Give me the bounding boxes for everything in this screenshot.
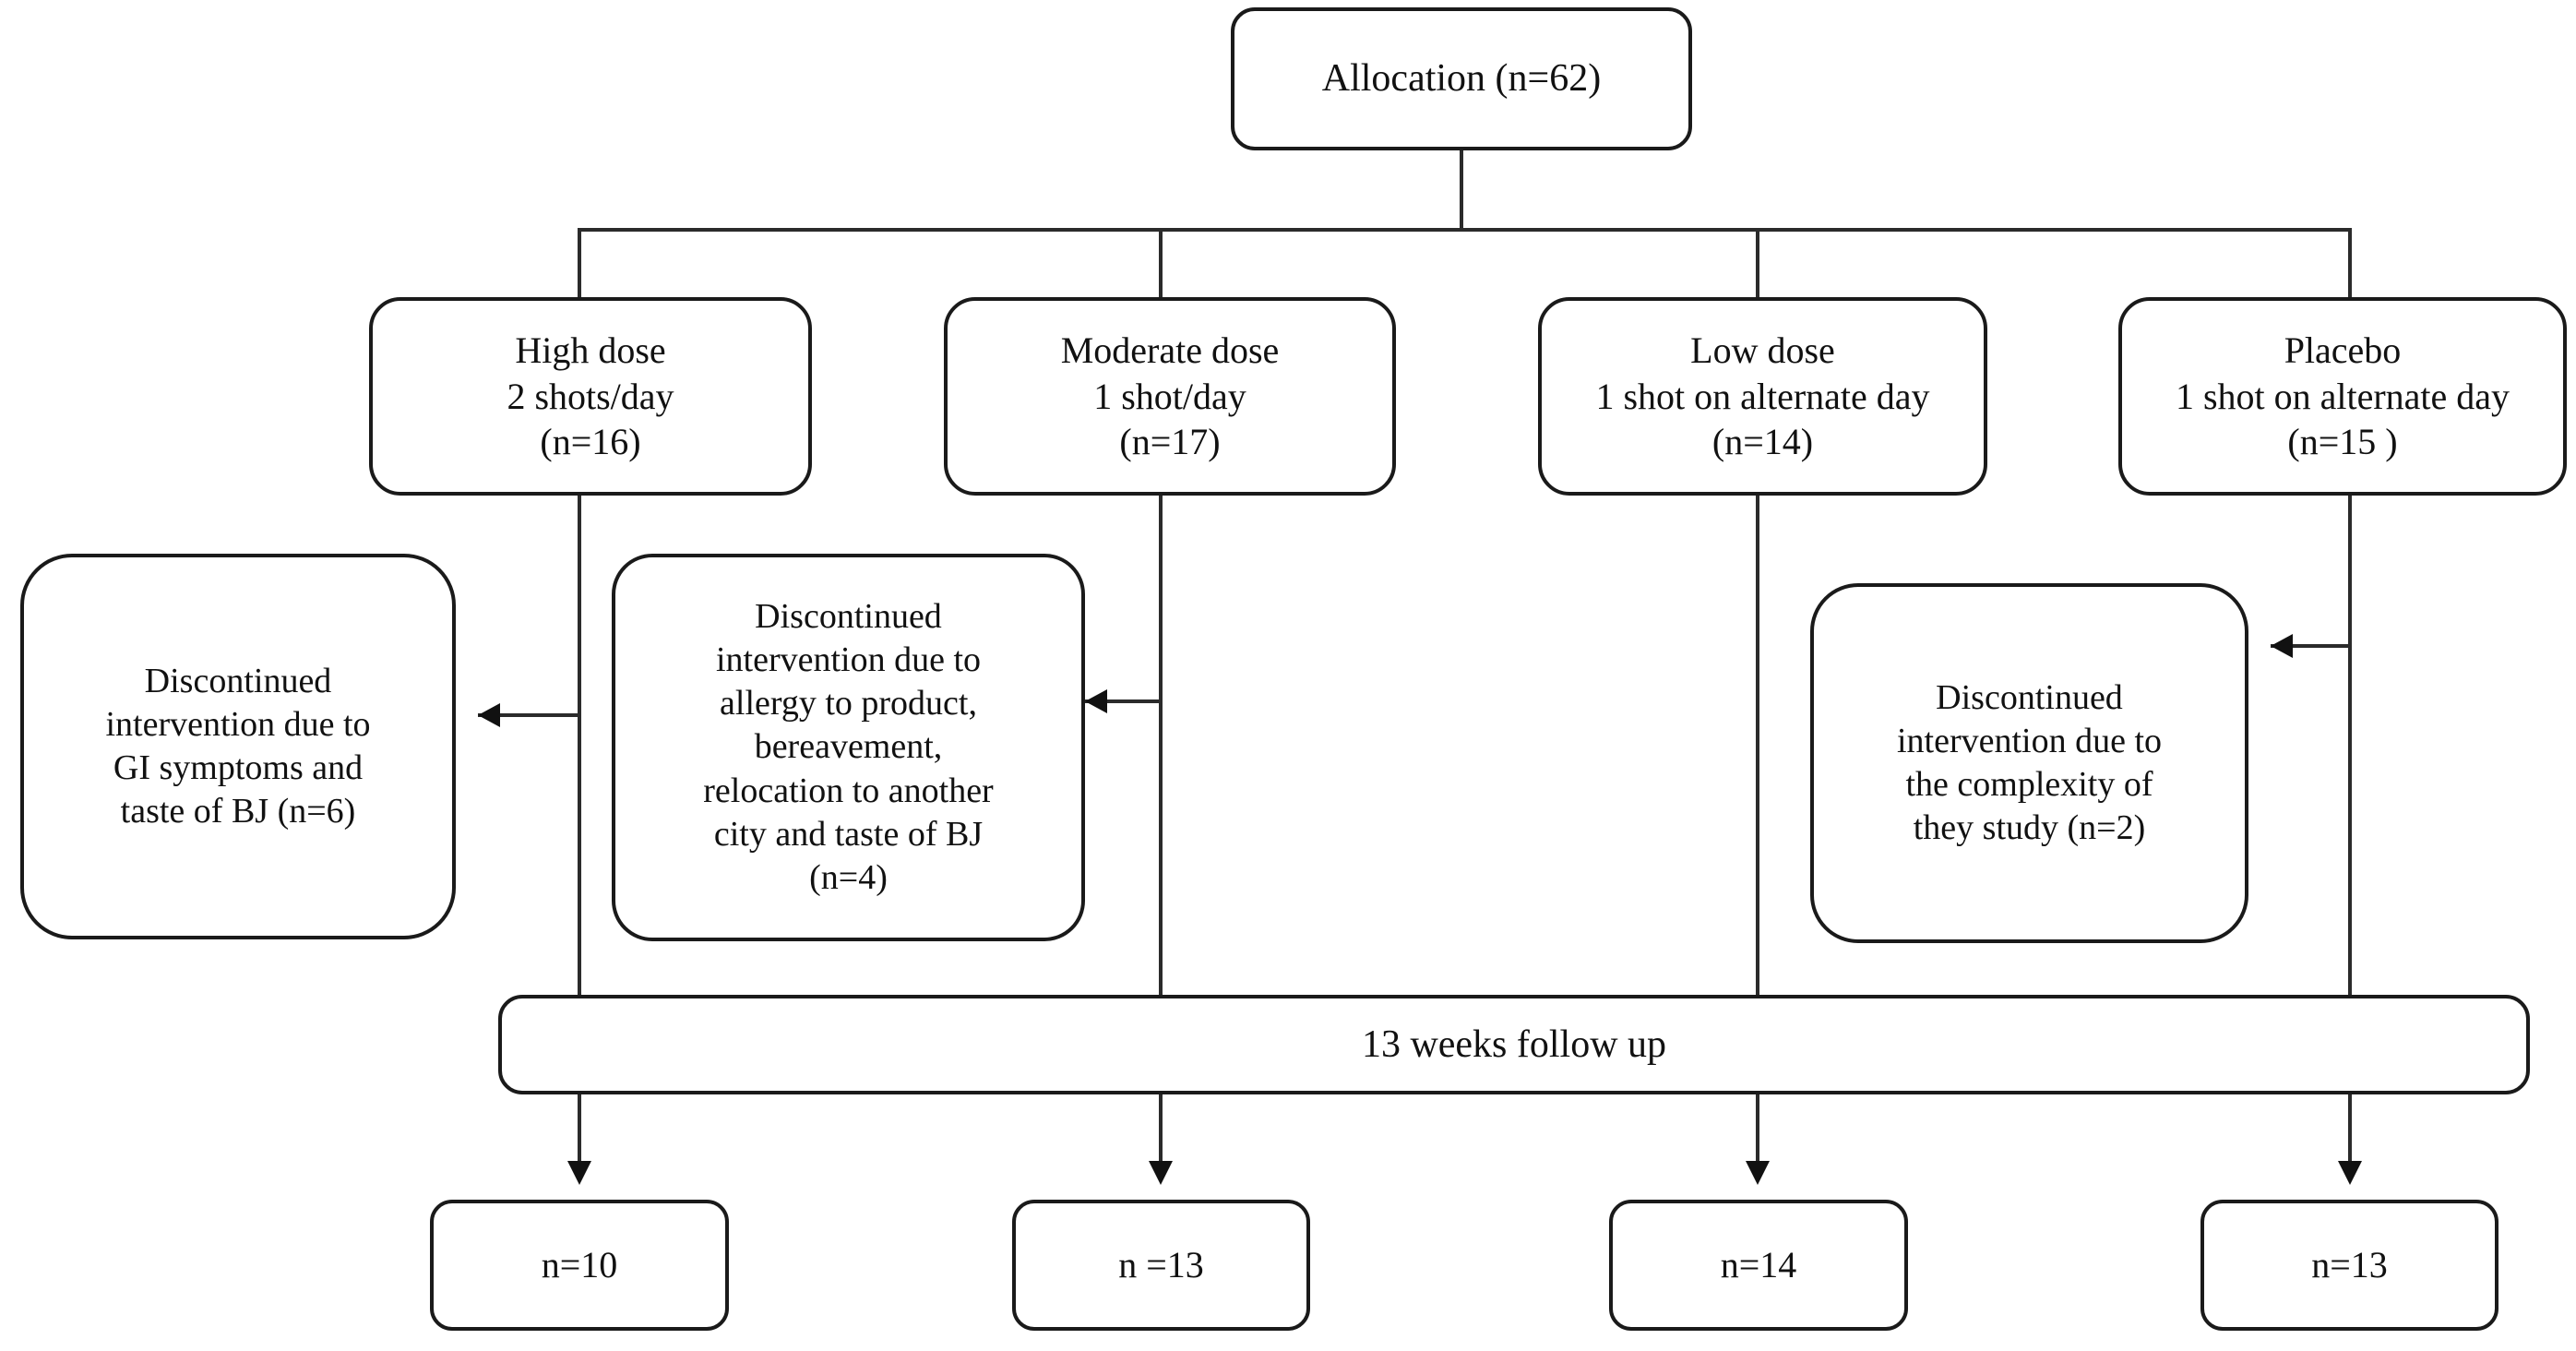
discontinued-label-moderate-dose: Discontinued intervention due to allergy… xyxy=(703,597,994,897)
connector-bus-to-placebo xyxy=(2348,228,2352,317)
arrow-head-moderate-discontinued xyxy=(1085,689,1107,713)
arm-label-moderate-dose: Moderate dose 1 shot/day (n=17) xyxy=(1060,329,1280,463)
allocation-box: Allocation (n=62) xyxy=(1231,7,1692,150)
connector-arrow-line-placebo-discontinued xyxy=(2271,644,2350,648)
arm-box-placebo: Placebo 1 shot on alternate day (n=15 ) xyxy=(2118,297,2567,496)
connector-followup-to-outcome-high xyxy=(578,1094,581,1166)
connector-low-dose-to-followup xyxy=(1756,496,1759,998)
connector-bus-to-high-dose xyxy=(578,228,581,317)
arm-label-placebo: Placebo 1 shot on alternate day (n=15 ) xyxy=(2175,329,2510,463)
followup-label: 13 weeks follow up xyxy=(1361,1022,1667,1066)
allocation-label: Allocation (n=62) xyxy=(1321,57,1602,101)
outcome-box-low-dose: n=14 xyxy=(1609,1200,1908,1331)
connector-bus-to-low-dose xyxy=(1756,228,1759,317)
connector-high-dose-to-followup xyxy=(578,496,581,998)
connector-allocation-bus xyxy=(578,228,2352,232)
outcome-box-placebo: n=13 xyxy=(2200,1200,2498,1331)
outcome-box-high-dose: n=10 xyxy=(430,1200,729,1331)
discontinued-box-placebo: Discontinued intervention due to the com… xyxy=(1810,583,2248,943)
arm-box-low-dose: Low dose 1 shot on alternate day (n=14) xyxy=(1538,297,1987,496)
connector-placebo-to-followup xyxy=(2348,496,2352,998)
outcome-label-moderate-dose: n =13 xyxy=(1118,1244,1204,1286)
connector-bus-to-moderate-dose xyxy=(1159,228,1163,317)
discontinued-label-placebo: Discontinued intervention due to the com… xyxy=(1896,677,2163,848)
connector-followup-to-outcome-low xyxy=(1756,1094,1759,1166)
connector-followup-to-outcome-placebo xyxy=(2348,1094,2352,1166)
followup-box: 13 weeks follow up xyxy=(498,995,2530,1094)
arrow-head-placebo-discontinued xyxy=(2271,634,2293,658)
connector-followup-to-outcome-moderate xyxy=(1159,1094,1163,1166)
arrow-head-outcome-high xyxy=(567,1161,591,1185)
discontinued-box-high-dose: Discontinued intervention due to GI symp… xyxy=(20,554,456,939)
arm-box-high-dose: High dose 2 shots/day (n=16) xyxy=(369,297,812,496)
outcome-label-high-dose: n=10 xyxy=(541,1244,618,1286)
outcome-label-low-dose: n=14 xyxy=(1720,1244,1797,1286)
discontinued-label-high-dose: Discontinued intervention due to GI symp… xyxy=(105,661,371,831)
discontinued-box-moderate-dose: Discontinued intervention due to allergy… xyxy=(612,554,1085,941)
outcome-box-moderate-dose: n =13 xyxy=(1012,1200,1310,1331)
connector-allocation-stem xyxy=(1460,150,1463,231)
outcome-label-placebo: n=13 xyxy=(2311,1244,2388,1286)
arrow-head-outcome-placebo xyxy=(2338,1161,2362,1185)
arm-label-high-dose: High dose 2 shots/day (n=16) xyxy=(507,329,674,463)
connector-arrow-line-moderate-discontinued xyxy=(1085,699,1161,703)
arm-box-moderate-dose: Moderate dose 1 shot/day (n=17) xyxy=(944,297,1396,496)
connector-arrow-line-high-discontinued xyxy=(478,713,579,717)
arm-label-low-dose: Low dose 1 shot on alternate day (n=14) xyxy=(1595,329,1930,463)
connector-moderate-dose-to-followup xyxy=(1159,496,1163,998)
arrow-head-outcome-low xyxy=(1746,1161,1770,1185)
arrow-head-outcome-moderate xyxy=(1149,1161,1173,1185)
arrow-head-high-discontinued xyxy=(478,703,500,727)
